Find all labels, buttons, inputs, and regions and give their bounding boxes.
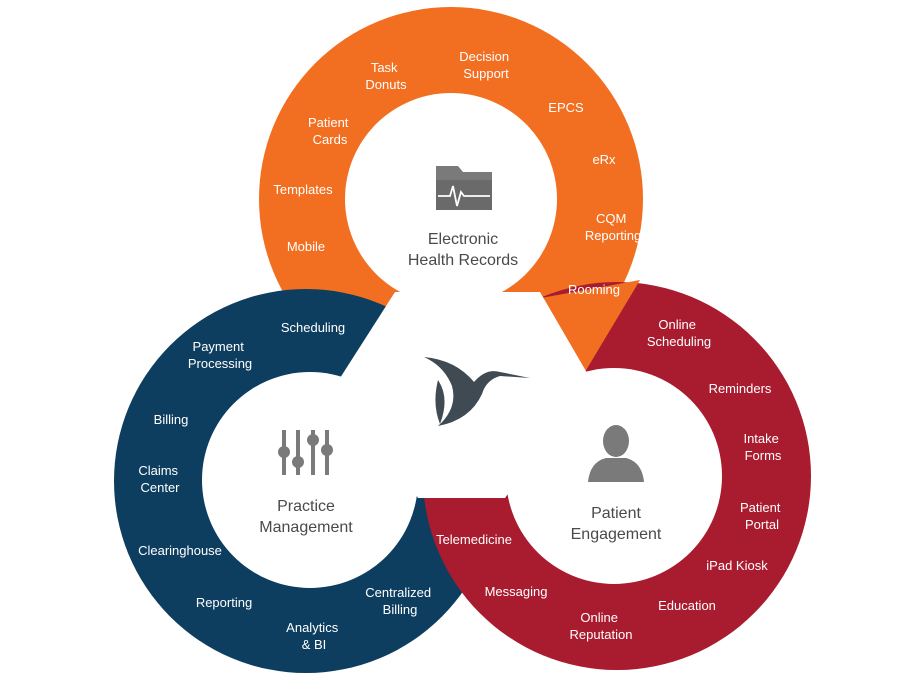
ehr-item-patient-cards: Patient Cards <box>308 115 352 147</box>
practice-item-line: Centralized <box>365 585 431 600</box>
patient-item-line: Intake <box>743 431 778 446</box>
patient-item-line: Reputation <box>570 627 633 642</box>
ehr-item-line: Support <box>463 66 509 81</box>
patient-item-patient-portal: Patient Portal <box>740 500 784 532</box>
patient-item-messaging: Messaging <box>485 584 548 599</box>
ehr-item-line: Patient <box>308 115 349 130</box>
practice-item-scheduling: Scheduling <box>281 320 345 335</box>
person-icon <box>588 425 644 482</box>
ehr-hub-title-line1: Electronic <box>428 231 498 248</box>
practice-item-billing: Billing <box>154 412 189 427</box>
ehr-folder-icon <box>436 166 492 210</box>
patient-hub-title-line2: Engagement <box>571 526 662 543</box>
patient-item-line: Portal <box>745 517 779 532</box>
practice-item-line: Center <box>140 480 180 495</box>
practice-item-reporting: Reporting <box>196 595 252 610</box>
patient-item-line: Scheduling <box>647 334 711 349</box>
practice-item-line: Analytics <box>286 620 339 635</box>
ehr-item-mobile: Mobile <box>287 239 325 254</box>
ehr-item-rooming: Rooming <box>568 282 620 297</box>
ehr-item-line: Cards <box>313 132 348 147</box>
practice-item-line: Billing <box>383 602 418 617</box>
patient-item-telemedicine: Telemedicine <box>436 532 512 547</box>
ehr-item-cqm-reporting: CQM Reporting <box>585 211 641 243</box>
practice-item-line: Processing <box>188 356 252 371</box>
ehr-overlap-wedge <box>530 280 640 372</box>
practice-item-line: & BI <box>302 637 327 652</box>
practice-item-analytics-bi: Analytics & BI <box>286 620 342 652</box>
patient-item-online-reputation: Online Reputation <box>570 610 633 642</box>
patient-hub-title-line1: Patient <box>591 505 641 522</box>
patient-item-line: Online <box>658 317 696 332</box>
ehr-item-line: Decision <box>459 49 509 64</box>
patient-item-education: Education <box>658 598 716 613</box>
ehr-item-line: Task <box>371 60 398 75</box>
practice-item-payment-processing: Payment Processing <box>188 339 252 371</box>
ehr-item-epcs: EPCS <box>548 100 584 115</box>
practice-hub-title-line2: Management <box>259 519 353 536</box>
practice-item-clearinghouse: Clearinghouse <box>138 543 222 558</box>
ehr-item-templates: Templates <box>273 182 333 197</box>
ehr-item-erx: eRx <box>592 152 616 167</box>
hummingbird-logo-icon <box>424 357 530 426</box>
practice-item-claims-center: Claims Center <box>138 463 181 495</box>
ehr-item-line: Reporting <box>585 228 641 243</box>
patient-item-online-scheduling: Online Scheduling <box>647 317 711 349</box>
practice-item-line: Payment <box>193 339 245 354</box>
sliders-icon <box>278 430 333 475</box>
practice-hub-title-line1: Practice <box>277 498 335 515</box>
ehr-item-task-donuts: Task Donuts <box>365 60 407 92</box>
practice-item-centralized-billing: Centralized Billing <box>365 585 434 617</box>
patient-item-reminders: Reminders <box>709 381 772 396</box>
patient-item-ipad-kiosk: iPad Kiosk <box>706 558 768 573</box>
practice-item-line: Claims <box>138 463 178 478</box>
ehr-item-line: CQM <box>596 211 626 226</box>
patient-item-intake-forms: Intake Forms <box>743 431 782 463</box>
patient-item-line: Online <box>580 610 618 625</box>
ehr-item-line: Donuts <box>365 77 407 92</box>
practice-hub <box>202 372 418 588</box>
patient-item-line: Forms <box>745 448 782 463</box>
patient-item-line: Patient <box>740 500 781 515</box>
ehr-hub-title-line2: Health Records <box>408 252 518 269</box>
ehr-item-decision-support: Decision Support <box>459 49 512 81</box>
